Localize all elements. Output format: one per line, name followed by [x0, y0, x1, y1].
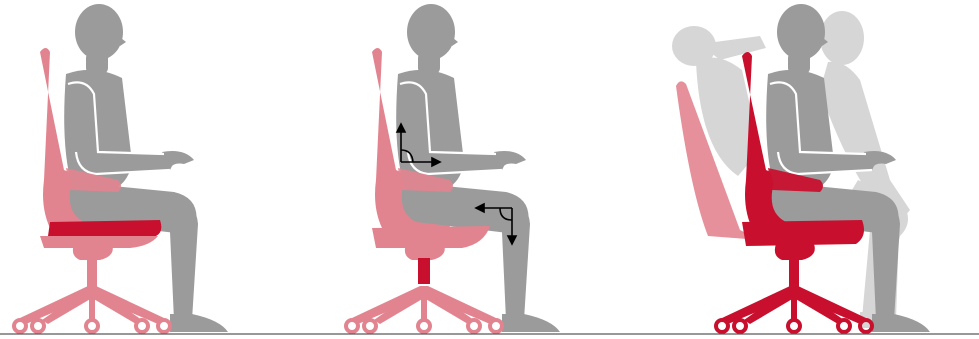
- chair-casters: [346, 320, 502, 332]
- chair-base: [722, 258, 866, 324]
- posture-dynamic-recline: [672, 4, 930, 332]
- chair-casters: [14, 320, 170, 332]
- chair-mechanism: [405, 244, 445, 260]
- chair-seat: [742, 220, 864, 246]
- chair-base: [20, 258, 164, 324]
- gas-lift-highlight: [418, 258, 430, 284]
- posture-seat-highlight: [14, 4, 228, 332]
- chair-seat-highlight: [48, 220, 161, 236]
- chair-mechanism: [775, 244, 815, 260]
- chair-mechanism: [73, 244, 113, 260]
- chair-casters: [716, 320, 872, 332]
- posture-angles: [346, 4, 560, 332]
